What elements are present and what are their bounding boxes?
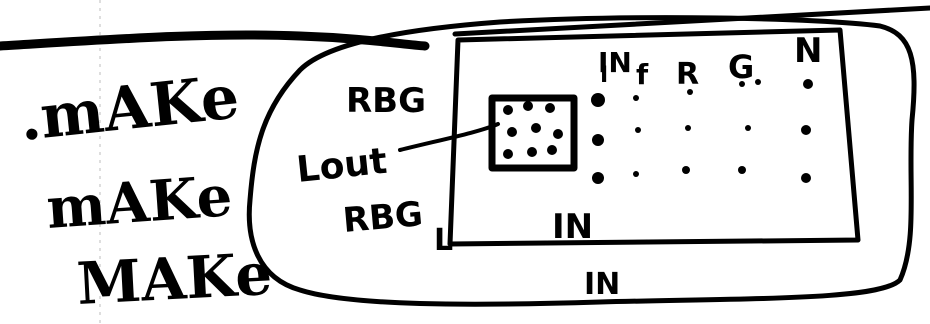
label-in-inner-top: IN — [598, 46, 632, 79]
label-lout: Lout — [295, 141, 389, 191]
lout-leader-line — [398, 122, 500, 152]
dotted-square-dots — [503, 101, 563, 159]
dotted-square — [488, 94, 578, 172]
label-rbg-top: RBG — [346, 81, 426, 121]
column-letter-f: f — [636, 58, 649, 91]
column-letter-mark: I — [600, 63, 608, 88]
label-in-inner-bottom: IN — [552, 207, 593, 247]
label-rbg-bottom: RBG — [341, 194, 424, 241]
corner-mark: L — [434, 223, 453, 258]
label-in-outer-bottom: IN — [584, 267, 620, 302]
frame-rectangle — [447, 27, 861, 247]
dot-grid — [591, 79, 813, 184]
column-letter-n: N — [794, 31, 822, 71]
top-stroke-line — [0, 30, 430, 51]
top-right-stroke-line — [452, 5, 930, 37]
make-word-2: mAKe — [44, 163, 234, 242]
outer-enclosure-outline — [246, 15, 917, 307]
make-word-3: MAKe — [75, 240, 274, 318]
column-letter-g: G — [728, 48, 754, 86]
column-letter-r: R — [676, 57, 699, 92]
make-word-1: .mAKe — [16, 62, 242, 155]
